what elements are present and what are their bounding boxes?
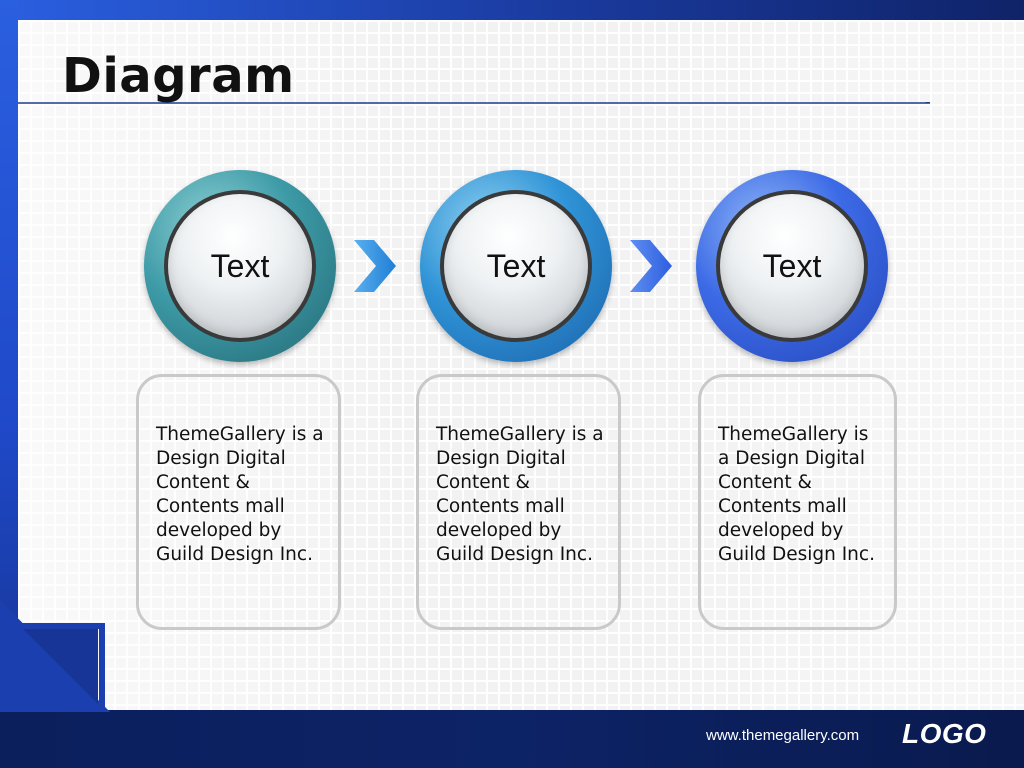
step-description-3: ThemeGallery is a Design Digital Content… — [718, 424, 875, 565]
step-label-1: Text — [210, 247, 270, 284]
step-circle-3: Text — [696, 170, 888, 362]
step-description-box-3: ThemeGallery is a Design Digital Content… — [698, 374, 897, 630]
step-description-box-2: ThemeGallery is a Design Digital Content… — [416, 374, 621, 630]
title-underline — [18, 102, 931, 104]
slide-canvas — [18, 20, 1024, 710]
left-band — [0, 0, 18, 710]
top-band — [0, 0, 1024, 20]
step-description-2: ThemeGallery is a Design Digital Content… — [436, 424, 604, 565]
chevron-right-icon — [354, 240, 396, 292]
footer-band — [0, 710, 1024, 768]
footer-url[interactable]: www.themegallery.com — [706, 727, 860, 744]
step-description-box-1: ThemeGallery is a Design Digital Content… — [136, 374, 341, 630]
step-label-2: Text — [486, 247, 546, 284]
logo: LOGO — [902, 718, 987, 749]
step-description-1: ThemeGallery is a Design Digital Content… — [156, 424, 324, 565]
chevron-right-icon — [630, 240, 672, 292]
corner-fold-icon — [0, 600, 110, 712]
step-circle-2: Text — [420, 170, 612, 362]
step-circle-1: Text — [144, 170, 336, 362]
step-label-3: Text — [762, 247, 822, 284]
slide-title: Diagram — [62, 48, 295, 104]
